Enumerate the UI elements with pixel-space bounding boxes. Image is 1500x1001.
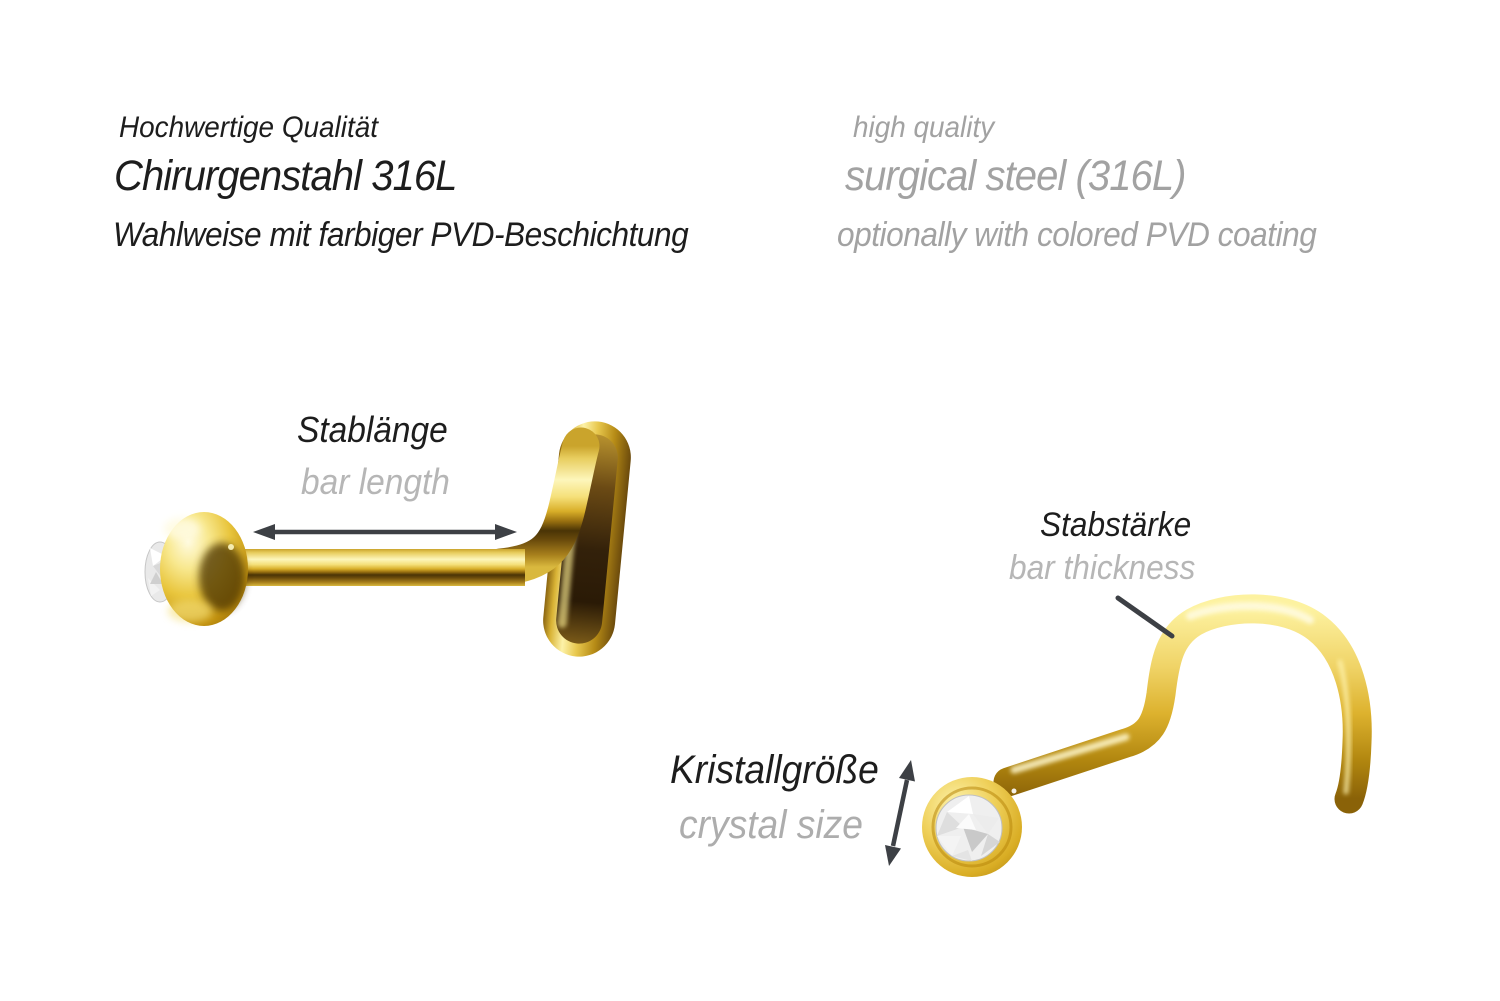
- label-bar-thickness-de: Stabstärke: [1040, 506, 1192, 544]
- headline-english-material: surgical steel (316L): [845, 152, 1186, 200]
- label-bar-length-en: bar length: [301, 461, 450, 502]
- bar-length-arrow: [253, 524, 517, 540]
- headline-english-coating: optionally with colored PVD coating: [837, 216, 1317, 254]
- label-bar-length-de: Stablänge: [297, 409, 448, 450]
- headline-german-quality: Hochwertige Qualität: [119, 111, 378, 144]
- bar-thickness-pointer-line: [1115, 595, 1175, 639]
- screw-bezel-head: [922, 777, 1022, 877]
- nose-screw: [885, 594, 1372, 877]
- screw-bar: [993, 594, 1372, 814]
- label-bar-thickness-en: bar thickness: [1009, 549, 1196, 587]
- stud-elbow: [481, 427, 600, 586]
- crystal-size-arrow: [885, 760, 915, 866]
- screw-tail-highlight: [1337, 659, 1351, 795]
- label-crystal-size-en: crystal size: [679, 803, 863, 847]
- screw-bar-highlight: [1010, 733, 1130, 774]
- headline-english-quality: high quality: [853, 111, 995, 144]
- nose-stud-l-bar: [144, 421, 631, 657]
- headline-german-coating: Wahlweise mit farbiger PVD-Beschichtung: [113, 216, 689, 254]
- stud-bar: [233, 549, 525, 586]
- headline-german-material: Chirurgenstahl 316L: [114, 152, 457, 200]
- screw-arc-highlight: [1186, 602, 1314, 624]
- stud-dome-head: [160, 512, 248, 626]
- label-crystal-size-de: Kristallgröße: [670, 748, 879, 792]
